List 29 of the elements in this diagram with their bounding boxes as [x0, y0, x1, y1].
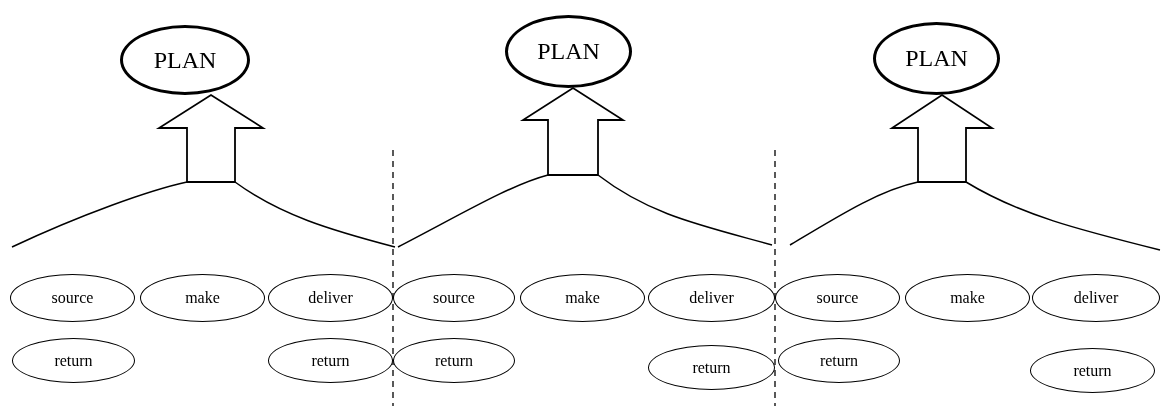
ellipse-node [775, 274, 900, 322]
node-label: deliver [1073, 289, 1119, 307]
node-label: return [54, 351, 93, 370]
ellipse-node [778, 338, 900, 383]
node-label: return [311, 351, 350, 370]
node-label: make [185, 289, 220, 307]
ellipse-node [648, 274, 775, 322]
block-arrow [889, 93, 995, 183]
node-label: make [950, 289, 985, 307]
block-arrow [155, 93, 267, 183]
node-label: return [1073, 361, 1112, 380]
node-label: return [692, 358, 731, 377]
node-label: source [816, 289, 859, 307]
ellipse-node [268, 274, 393, 322]
node-label: source [433, 289, 475, 307]
node-label: PLAN [153, 46, 217, 74]
ellipse-node [648, 345, 775, 390]
node-label: return [819, 351, 859, 370]
block-arrow [519, 86, 627, 176]
node-label: PLAN [537, 38, 600, 65]
node-label: deliver [689, 289, 734, 307]
node-label: deliver [308, 289, 353, 307]
ellipse-node [268, 338, 393, 383]
node-label: PLAN [905, 45, 968, 72]
node-label: source [51, 289, 94, 307]
node-label: return [434, 351, 474, 370]
node-label: make [565, 289, 600, 307]
ellipse-node [393, 338, 515, 383]
ellipse-node [393, 274, 515, 322]
